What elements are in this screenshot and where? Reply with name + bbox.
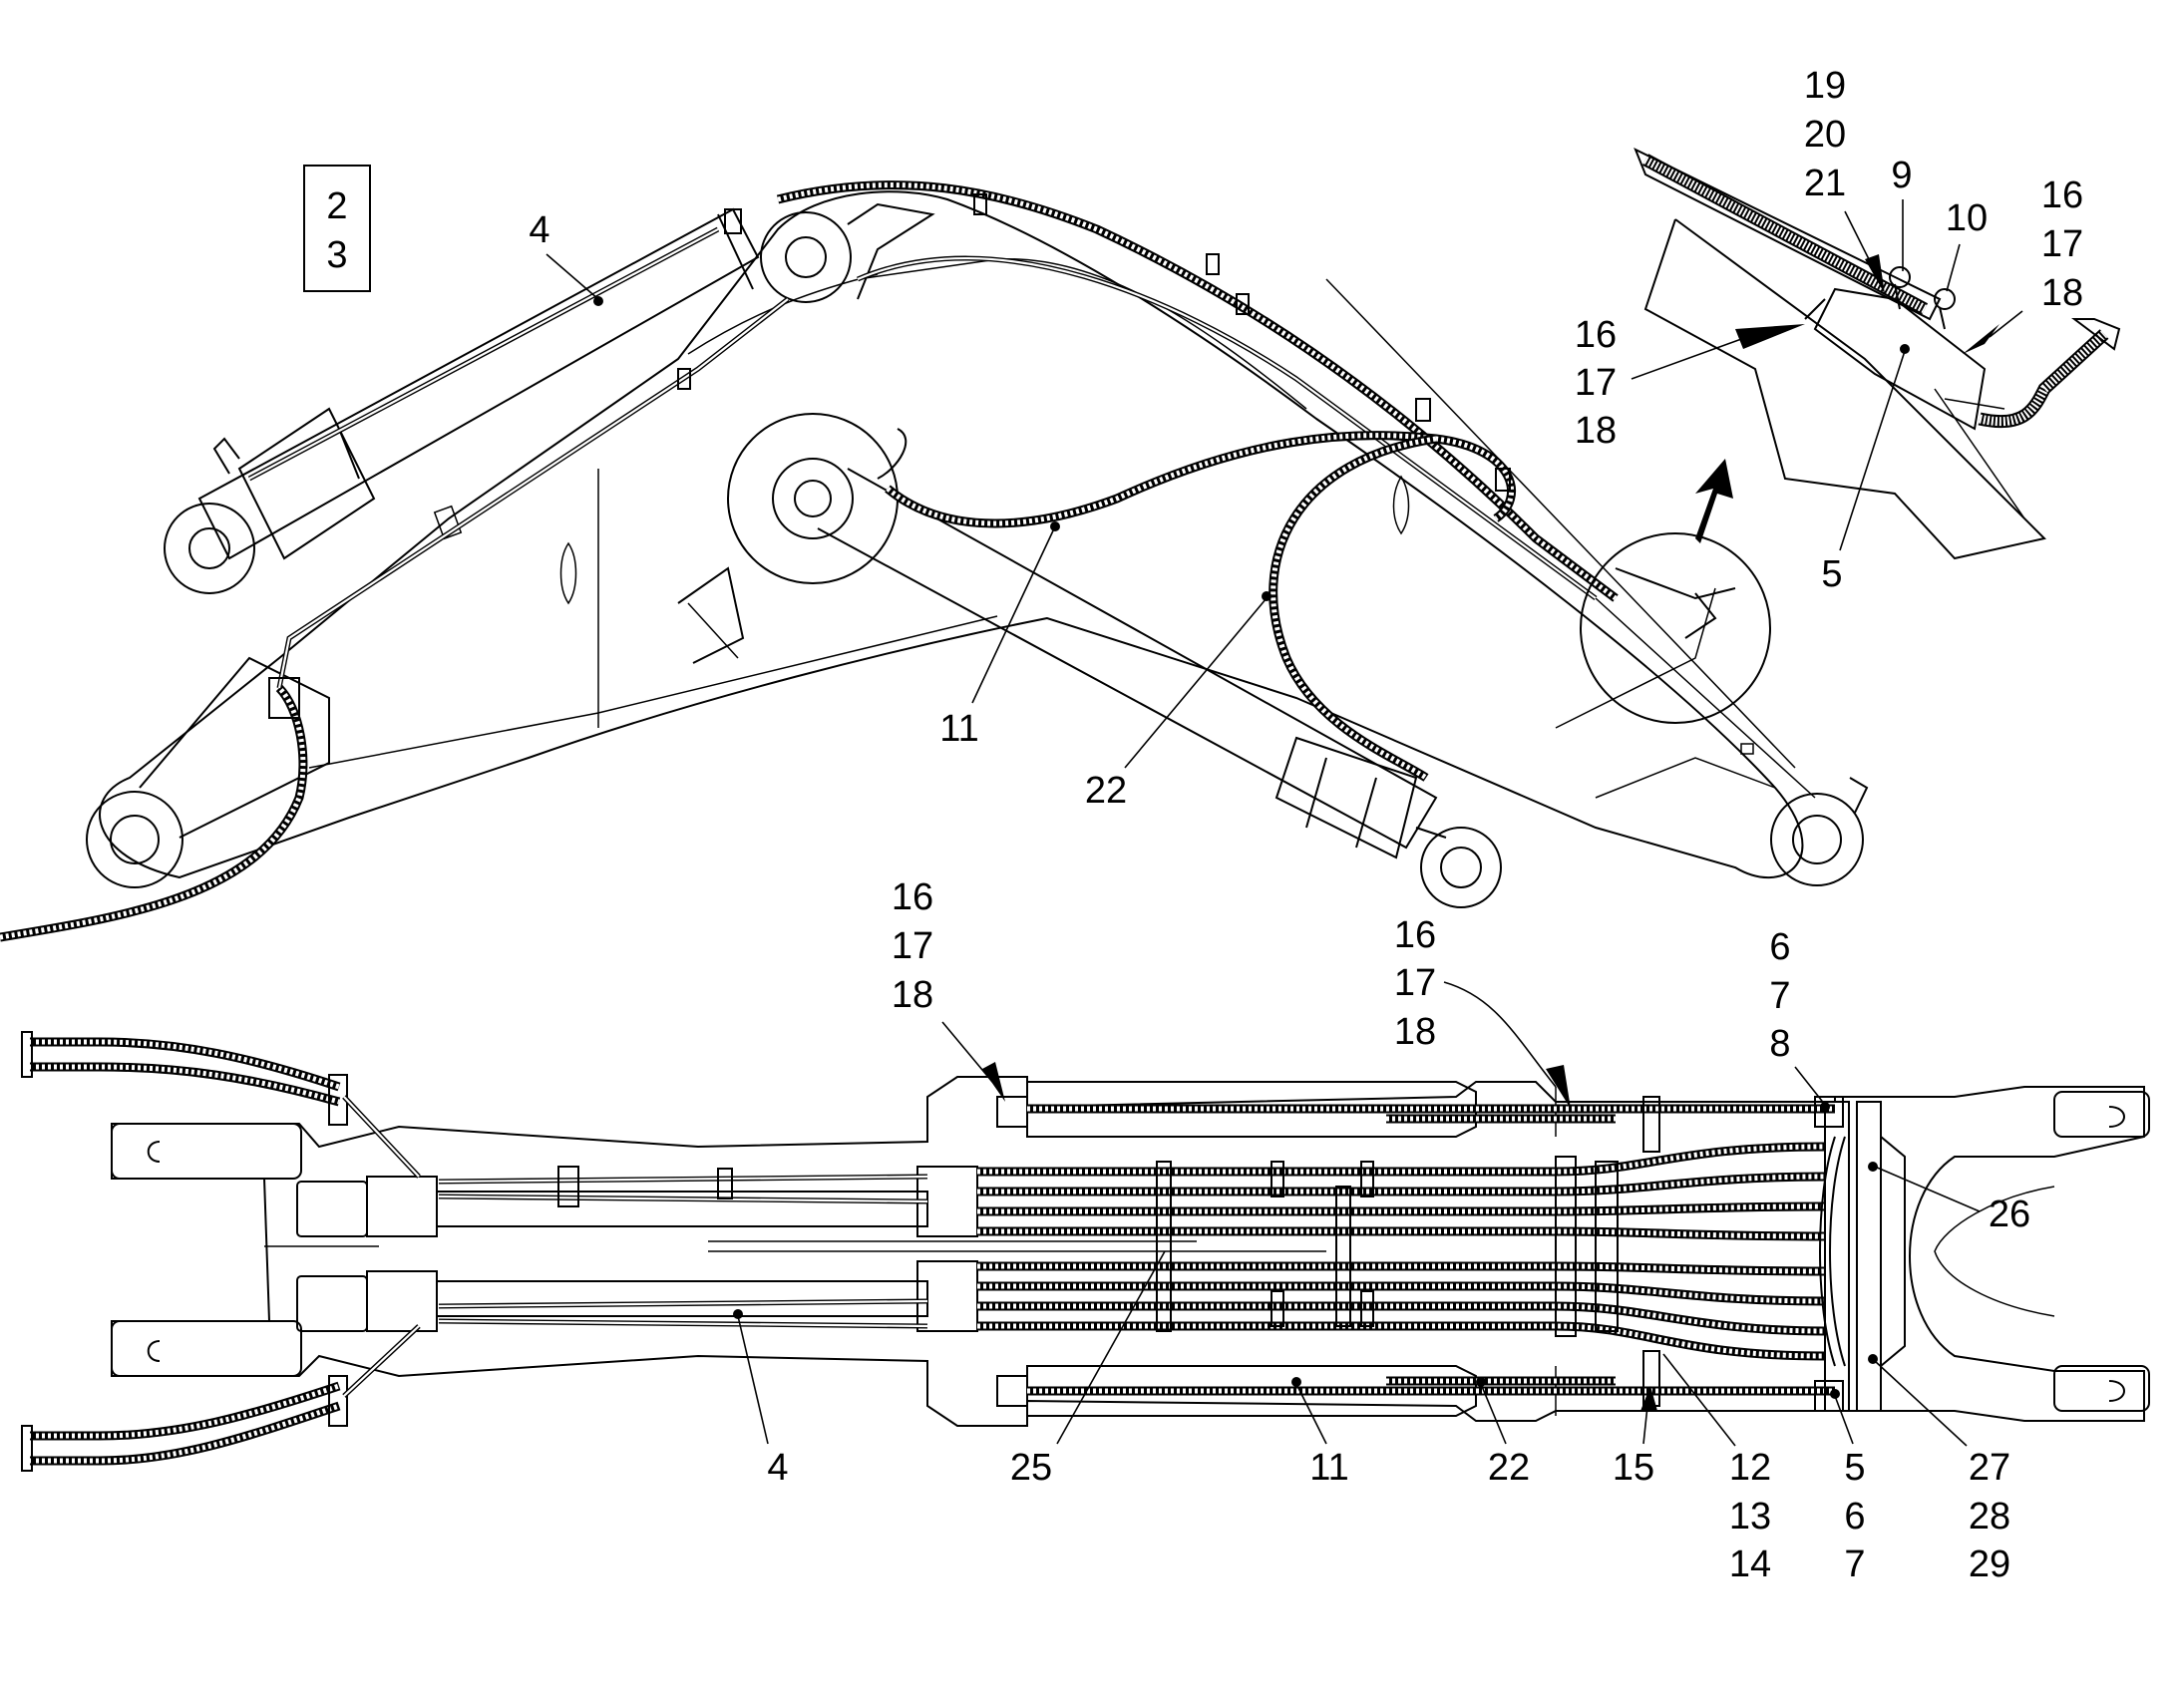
leader-bottom-17-mid [1443,981,1557,1088]
callout-top-9: 9 [1891,155,1912,196]
view-indicator-line2: 3 [326,234,347,276]
view-indicator-line1: 2 [326,185,347,227]
plan-hose-bundle [977,1096,1835,1407]
callout-bottom-16-mid: 16 [1394,914,1436,956]
arm-cylinder [727,413,1502,908]
detail-arrow [1695,459,1733,543]
leader-top-18-right [1989,310,2023,338]
valve-detail [1634,147,2121,560]
leader-bottom-5 [1834,1395,1854,1445]
leader-bottom-27 [1874,1360,1968,1447]
leader-bottom-8 [1794,1066,1826,1106]
boom-foot-pin [86,656,330,888]
callout-bottom-22: 22 [1488,1447,1530,1489]
callout-top-5: 5 [1821,553,1842,595]
callout-bottom-17-left: 17 [892,925,933,967]
leader-bottom-22 [1480,1383,1507,1445]
callout-bottom-18-left: 18 [892,974,933,1016]
view-indicator-box [303,165,371,292]
boom-tip-pin [1770,777,1869,886]
leader-top-5 [1839,350,1906,551]
leader-top-22 [1124,597,1268,769]
callout-bottom-26: 26 [1989,1194,2030,1235]
callout-bottom-6: 6 [1769,926,1790,968]
plan-tubes [438,1166,928,1329]
detail-circle [1580,459,1771,724]
callout-top-18-left: 18 [1575,410,1617,452]
callout-bottom-11: 11 [1309,1447,1348,1489]
callout-top-16-right: 16 [2041,174,2083,216]
callout-bottom-17-mid: 17 [1394,962,1436,1004]
callout-bottom-18-mid: 18 [1394,1011,1436,1053]
callout-top-17-right: 17 [2041,223,2083,265]
callout-bottom-29: 29 [1969,1543,2010,1585]
callout-bottom-7: 7 [1769,975,1790,1017]
leader-bottom-4 [737,1315,769,1445]
callout-top-10: 10 [1946,197,1988,239]
callout-top-19: 19 [1804,65,1846,107]
leader-bottom-25 [1056,1250,1166,1445]
callout-bottom-25: 25 [1010,1447,1052,1489]
callout-bottom-5: 5 [1844,1447,1865,1489]
boom-cylinder [164,202,935,594]
callout-top-22: 22 [1085,770,1127,812]
callout-bottom-8: 8 [1769,1023,1790,1065]
callout-top-18-right: 18 [2041,272,2083,314]
plan-cylinders-left [296,1166,1326,1332]
callout-bottom-14: 14 [1729,1543,1771,1585]
boom-outline [99,190,1804,879]
leader-top-16-left [1631,333,1756,380]
callout-bottom-27: 27 [1969,1447,2010,1489]
callout-top-16-left: 16 [1575,314,1617,356]
callout-top-17-left: 17 [1575,362,1617,404]
hoses-top [0,180,1816,942]
callout-bottom-13: 13 [1729,1496,1771,1537]
callout-bottom-4: 4 [767,1447,788,1489]
leader-top-21 [1844,210,1874,268]
callout-bottom-15: 15 [1613,1447,1654,1489]
leader-bottom-18-left [941,1021,993,1083]
plan-boom-outline [111,1076,2150,1427]
plan-fitting-blocks [1555,1096,1906,1412]
callout-top-11: 11 [939,708,978,750]
leader-top-11 [971,525,1056,704]
callout-bottom-16-left: 16 [892,876,933,918]
plan-outer-hoses [21,1031,421,1472]
callout-top-20: 20 [1804,114,1846,156]
leader-bottom-11 [1295,1383,1327,1445]
callout-bottom-7b: 7 [1844,1543,1865,1585]
leader-bottom-26 [1874,1166,1981,1212]
leader-bottom-15 [1642,1405,1648,1445]
callout-bottom-28: 28 [1969,1496,2010,1537]
leader-top-10 [1946,243,1961,292]
callout-top-21: 21 [1804,163,1846,204]
leader-top-4 [545,253,599,300]
leader-bottom-12 [1662,1353,1736,1447]
plan-outer-cylinders [996,1081,1557,1417]
callout-bottom-12: 12 [1729,1447,1771,1489]
callout-top-4: 4 [529,209,549,251]
callout-bottom-6b: 6 [1844,1496,1865,1537]
plan-view: 16 17 18 16 17 18 6 7 8 26 4 25 11 22 15… [21,876,2150,1585]
side-view: 2 3 [0,65,2121,942]
bracket [677,566,745,664]
